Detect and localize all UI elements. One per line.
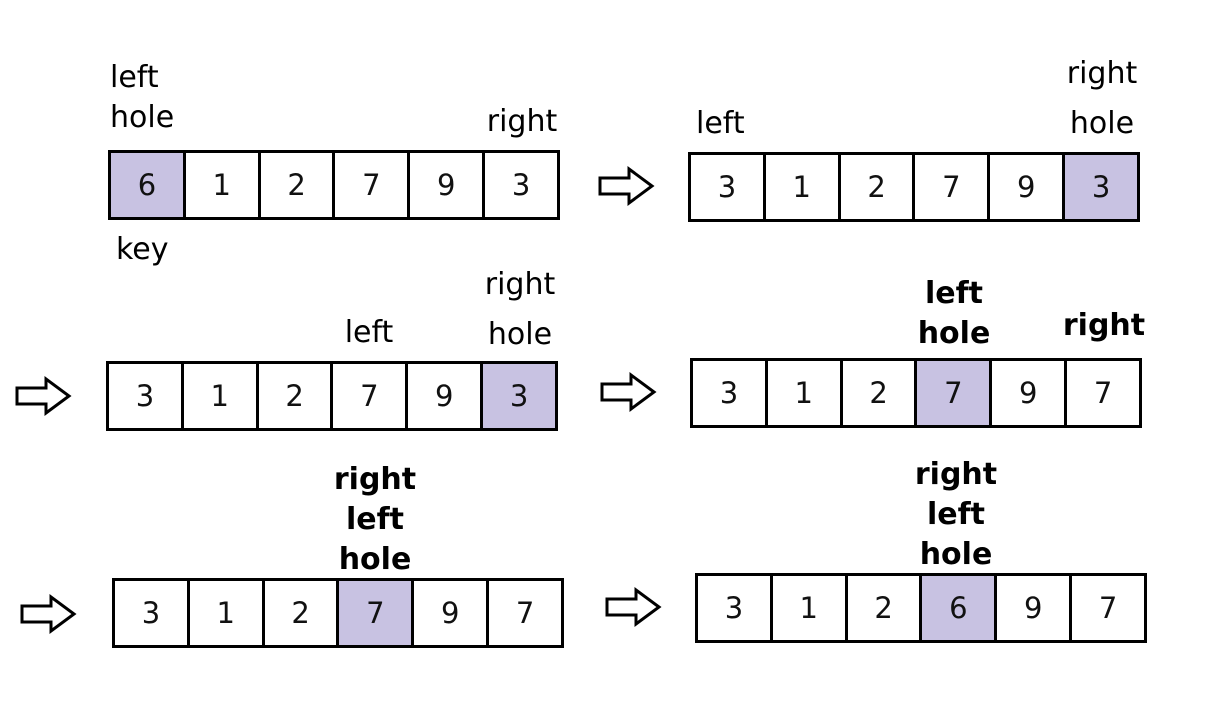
label-line: left [345,502,405,537]
label-line: right [484,267,556,302]
pointer-label-left: left [314,313,424,353]
cell-2: 2 [843,361,918,425]
cell-3: 7 [915,155,991,219]
cell-3: 7 [335,153,411,217]
pointer-label-right-hole: right hole [1047,54,1157,144]
label-line: hole [1069,106,1135,141]
step-5: 3 1 2 7 9 7 right left hole [112,462,564,648]
pointer-label-left-hole: left hole [110,58,220,138]
cell-2: 2 [848,576,923,640]
cell-2: 2 [841,155,916,219]
label-line: left [696,106,745,141]
pointer-label-left: left [696,104,806,144]
cell-3: 7 [339,581,415,645]
cell-1: 1 [184,364,259,428]
hollow-right-arrow-icon [600,372,657,412]
label-line: left [344,315,394,350]
array: 3 1 2 7 9 3 [106,361,558,431]
cell-5: 3 [511,168,531,202]
cell-4: 9 [992,361,1068,425]
step-2: 3 1 2 7 9 3 left right hole [688,56,1140,222]
pointer-label-right-hole: right hole [465,265,575,355]
label-line: left [924,276,984,311]
cell-1: 1 [186,153,261,217]
label-line: hole [487,317,553,352]
cell-4: 9 [410,153,486,217]
label-line: right [1066,56,1138,91]
cell-0: 3 [693,361,768,425]
cell-2: 2 [265,581,340,645]
cell-4: 9 [408,364,484,428]
pointer-label-left-hole: left hole [899,274,1009,354]
cell-3: 6 [922,576,998,640]
label-line: right [1062,308,1146,343]
hollow-right-arrow-icon [598,166,655,206]
cell-5: 3 [483,364,555,428]
cell-5: 7 [1093,376,1113,410]
hollow-right-arrow-icon [20,594,77,634]
label-line: left [926,497,986,532]
label-line: left [110,60,159,95]
array: 3 1 2 7 9 7 [112,578,564,648]
label-line: right [333,462,417,497]
hollow-right-arrow-icon [605,587,662,627]
cell-1: 1 [190,581,265,645]
label-line: right [914,457,998,492]
cell-0: 6 [111,153,186,217]
pointer-label-right-left-hole: right left hole [320,460,430,580]
cell-1: 1 [768,361,843,425]
cell-5: 7 [515,596,535,630]
step-3: 3 1 2 7 9 3 left right hole [106,267,558,431]
pointer-label-key: key [116,230,226,270]
cell-4: 9 [997,576,1073,640]
array: 3 1 2 7 9 7 [690,358,1142,428]
cell-3: 7 [333,364,409,428]
cell-2: 2 [261,153,336,217]
cell-0: 3 [691,155,766,219]
cell-4: 9 [990,155,1066,219]
label-line: hole [919,537,993,572]
step-6: 3 1 2 6 9 7 right left hole [695,457,1147,643]
label-line: right [486,104,558,139]
array: 3 1 2 7 9 3 [688,152,1140,222]
cell-0: 3 [698,576,773,640]
cell-0: 3 [115,581,190,645]
cell-1: 1 [766,155,841,219]
label-line: key [116,232,169,267]
cell-5: 3 [1065,155,1137,219]
hollow-right-arrow-icon [15,376,72,416]
step-1: 6 1 2 7 9 3 left hole right key [108,60,560,267]
label-line: hole [338,542,412,577]
cell-0: 3 [109,364,184,428]
cell-1: 1 [773,576,848,640]
array: 3 1 2 6 9 7 [695,573,1147,643]
pointer-label-right: right [467,102,577,142]
cell-3: 7 [917,361,993,425]
step-4: 3 1 2 7 9 7 left hole right [690,276,1145,428]
pointer-label-right: right [1049,306,1159,346]
cell-5: 7 [1098,591,1118,625]
array: 6 1 2 7 9 3 [108,150,560,220]
cell-4: 9 [414,581,490,645]
label-line: hole [110,100,175,135]
cell-2: 2 [259,364,334,428]
label-line: hole [917,316,991,351]
pointer-label-right-left-hole: right left hole [901,455,1011,575]
